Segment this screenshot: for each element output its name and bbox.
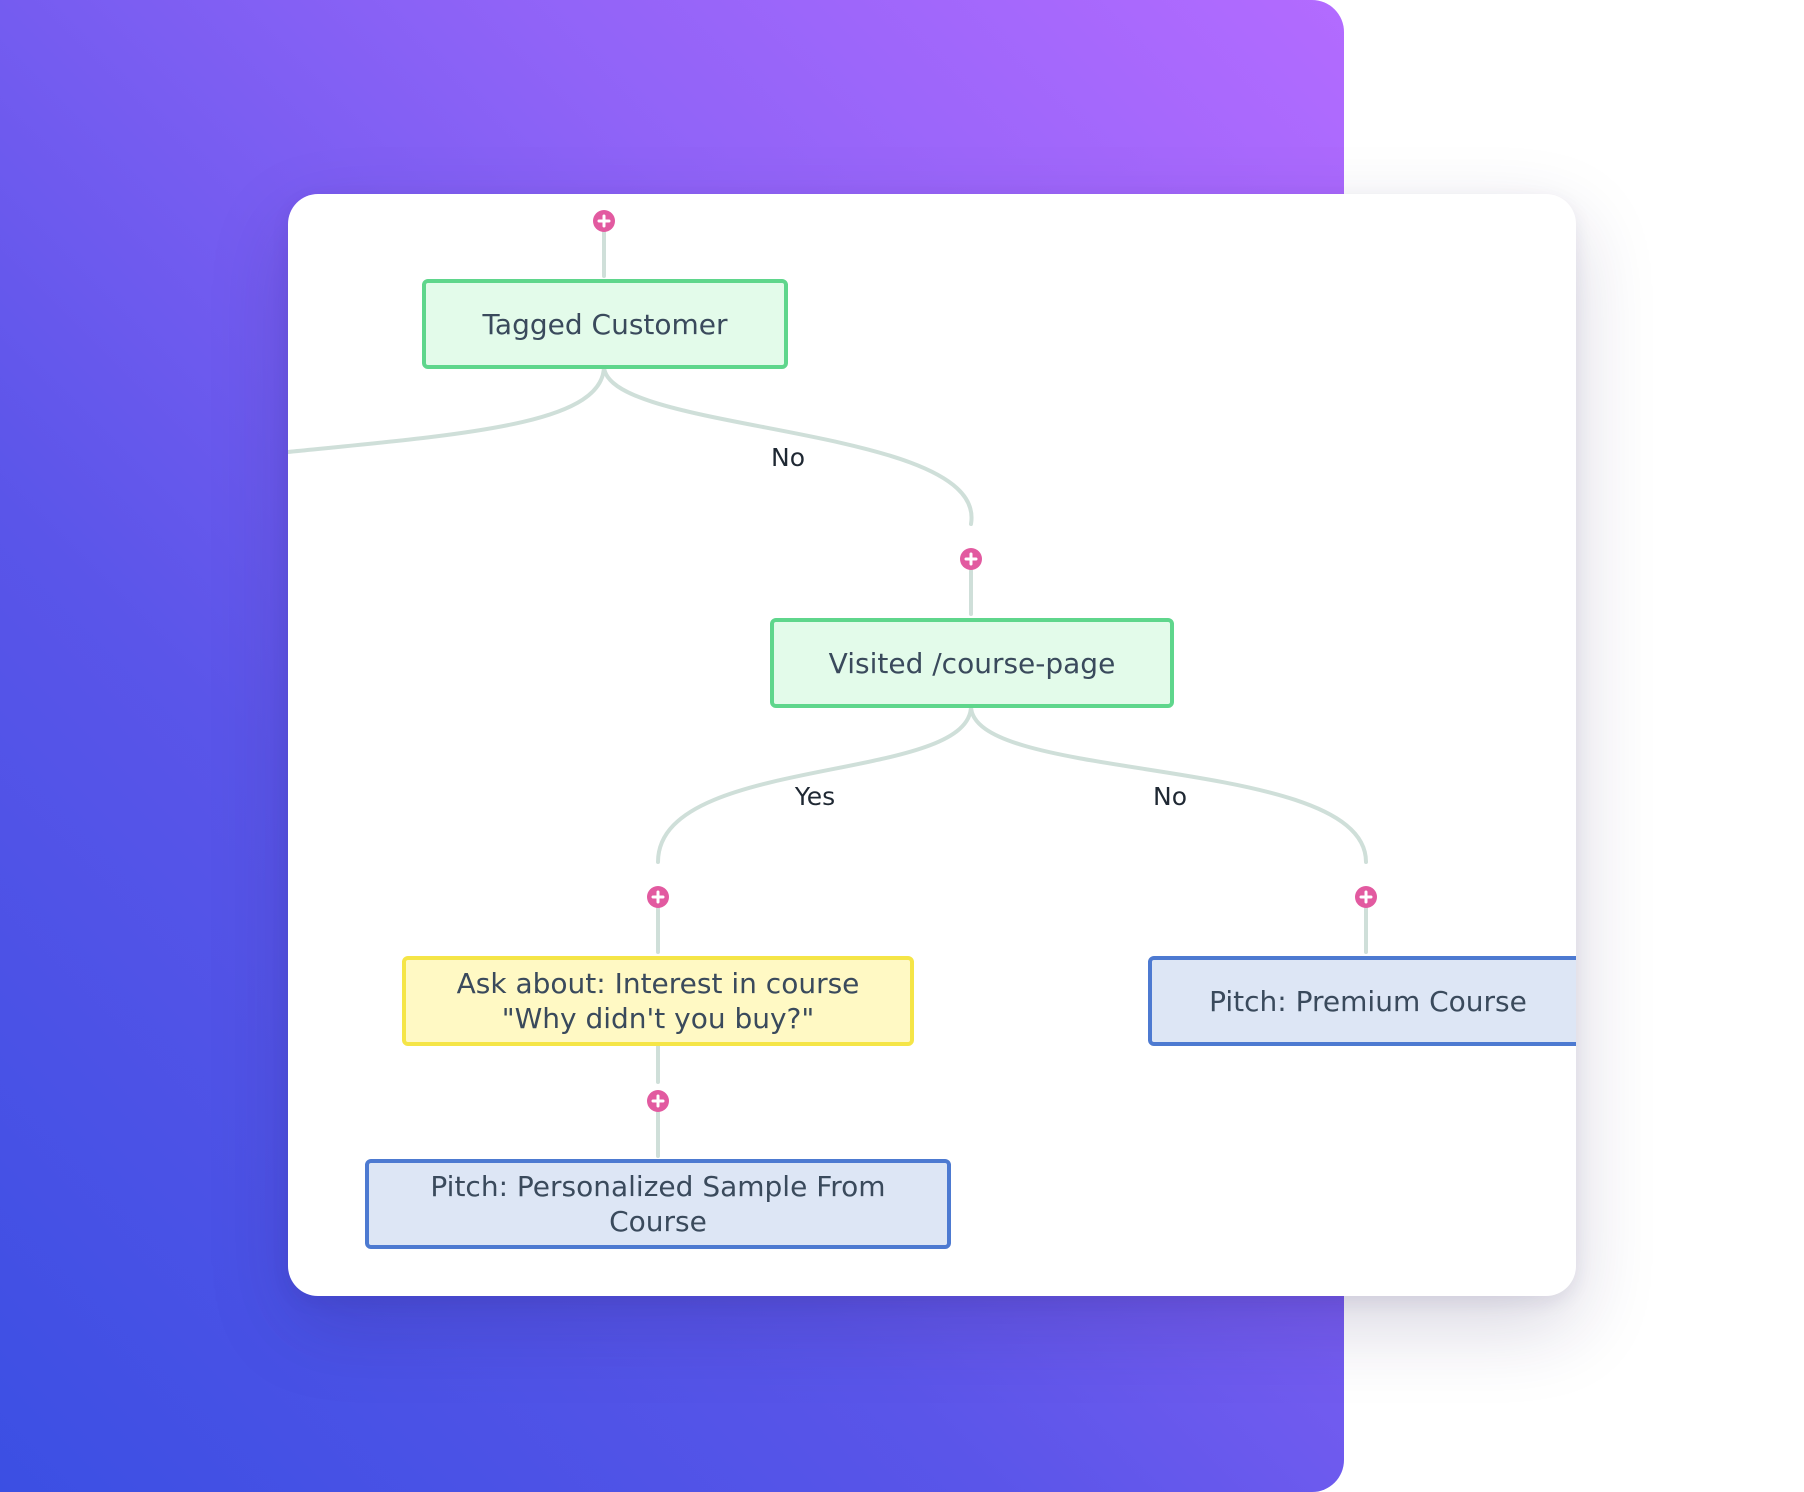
node-visited-course-page[interactable]: Visited /course-page xyxy=(770,618,1174,708)
node-label-line-1: Ask about: Interest in course xyxy=(456,967,860,1000)
node-label: Tagged Customer xyxy=(482,307,728,341)
add-step-button-1[interactable] xyxy=(593,210,615,232)
edge-label-visited-yes: Yes xyxy=(788,782,842,812)
add-step-button-4[interactable] xyxy=(1355,886,1377,908)
node-label: Pitch: Premium Course xyxy=(1209,984,1527,1018)
connector-visited-no xyxy=(969,704,1368,864)
connector-tagged-left xyxy=(288,364,606,454)
node-ask-about-interest[interactable]: Ask about: Interest in course "Why didn'… xyxy=(402,956,914,1046)
flow-canvas: No Yes No Tagged Customer Visited /cours… xyxy=(288,194,1576,1296)
add-step-button-5[interactable] xyxy=(647,1090,669,1112)
node-label-line-2: "Why didn't you buy?" xyxy=(501,1002,815,1035)
node-label-line-2: Course xyxy=(609,1205,707,1238)
edge-label-tagged-no: No xyxy=(765,443,811,473)
node-tagged-customer[interactable]: Tagged Customer xyxy=(422,279,788,369)
node-label: Visited /course-page xyxy=(828,646,1116,680)
add-step-button-3[interactable] xyxy=(647,886,669,908)
node-pitch-personalized-sample[interactable]: Pitch: Personalized Sample From Course xyxy=(365,1159,951,1249)
node-label-line-1: Pitch: Personalized Sample From xyxy=(430,1170,886,1203)
connector-tagged-no-curve xyxy=(602,364,974,526)
add-step-button-2[interactable] xyxy=(960,548,982,570)
edge-label-visited-no: No xyxy=(1147,782,1193,812)
connector-visited-yes xyxy=(656,704,973,864)
connectors-layer xyxy=(288,210,1377,1158)
node-pitch-premium-course[interactable]: Pitch: Premium Course xyxy=(1148,956,1576,1046)
